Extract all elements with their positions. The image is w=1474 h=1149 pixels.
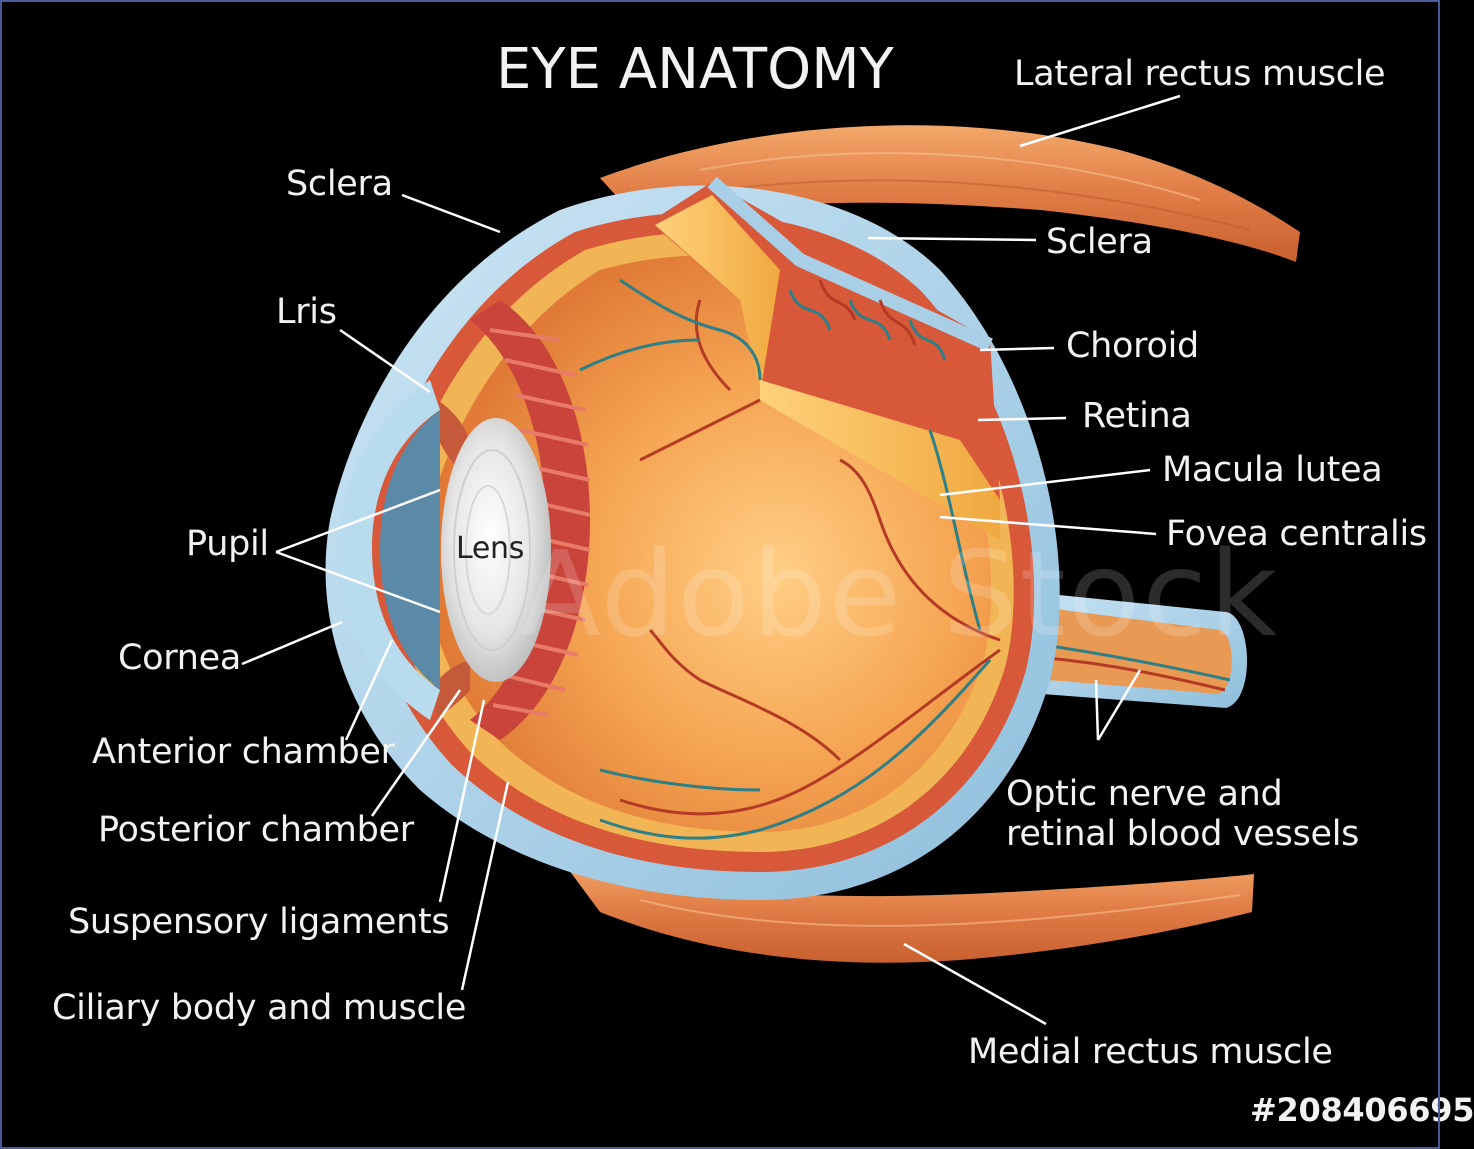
leader-lines	[241, 94, 1181, 1026]
label-lris: Lris	[276, 292, 337, 332]
label-ciliary-body: Ciliary body and muscle	[52, 988, 467, 1028]
diagram-title: EYE ANATOMY	[496, 37, 894, 102]
label-sclera-left: Sclera	[286, 164, 393, 204]
stock-id: #208406695	[1250, 1091, 1474, 1129]
cornea	[337, 380, 440, 720]
eye-illustration	[241, 94, 1300, 1026]
label-sclera-right: Sclera	[1046, 222, 1153, 262]
lateral-rectus-muscle	[600, 125, 1300, 262]
label-medial-rectus: Medial rectus muscle	[968, 1032, 1333, 1072]
lens	[441, 418, 551, 682]
label-choroid: Choroid	[1066, 326, 1199, 366]
label-suspensory-ligaments: Suspensory ligaments	[68, 902, 450, 942]
label-lens: Lens	[456, 531, 525, 566]
label-optic-nerve-line2: retinal blood vessels	[1006, 814, 1360, 855]
label-pupil: Pupil	[186, 524, 269, 564]
ciliary-body	[470, 300, 591, 740]
label-fovea-centralis: Fovea centralis	[1166, 514, 1427, 554]
cutaway-section	[650, 176, 1000, 540]
label-lateral-rectus: Lateral rectus muscle	[1014, 54, 1386, 94]
retinal-blood-vessels	[579, 278, 1001, 840]
label-cornea: Cornea	[118, 638, 241, 678]
label-macula-lutea: Macula lutea	[1162, 450, 1383, 490]
label-optic-nerve-line1: Optic nerve and	[1006, 774, 1283, 814]
label-optic-nerve: Optic nerve and retinal blood vessels	[1006, 774, 1359, 855]
medial-rectus-muscle	[560, 858, 1254, 963]
adobe-stock-watermark: Adobe Stock	[520, 525, 1280, 663]
label-posterior-chamber: Posterior chamber	[98, 810, 414, 850]
label-retina: Retina	[1082, 396, 1192, 436]
label-anterior-chamber: Anterior chamber	[92, 732, 395, 772]
